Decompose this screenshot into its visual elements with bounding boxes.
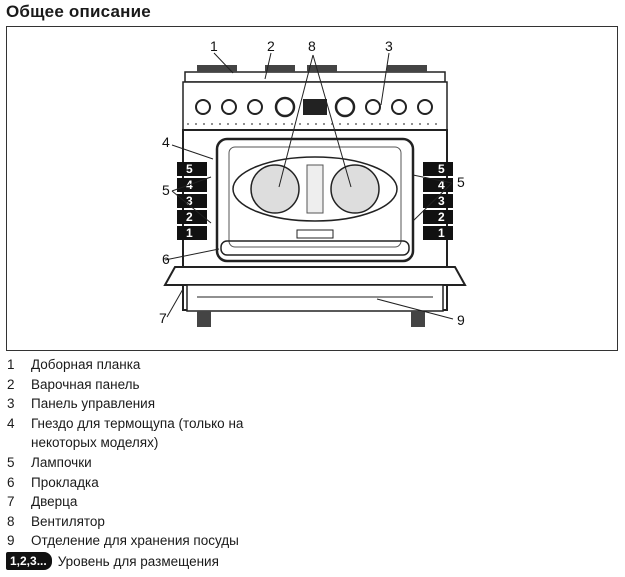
oven-diagram-frame: 5 4 3 2 1 5 4 3 2 1 [6, 26, 618, 351]
levels-text: Уровень для размещения [57, 553, 219, 569]
page-title: Общее описание [6, 2, 151, 21]
legend-number: 2 [7, 376, 15, 392]
callout-4: 4 [162, 134, 170, 150]
foot-left [197, 311, 211, 327]
legend-text: Гнездо для термощупа (только на некоторы… [31, 415, 244, 451]
legend-text: Доборная планка [31, 357, 141, 372]
legend-text: Лампочки [31, 454, 92, 470]
control-knobs [195, 96, 433, 118]
legend-text: Прокладка [31, 474, 99, 490]
legend-text: Дверца [31, 494, 78, 510]
level-label: 2 [438, 210, 445, 224]
levels-right: 5 4 3 2 1 [423, 162, 453, 240]
callout-5-left: 5 [162, 182, 170, 198]
level-label: 1 [438, 226, 445, 240]
hob-burner [265, 65, 295, 72]
storage-compartment [186, 284, 444, 312]
callout-8: 8 [308, 38, 316, 54]
fan-left [250, 164, 300, 214]
gasket [220, 240, 410, 256]
knob [274, 96, 296, 118]
level-label: 2 [186, 210, 193, 224]
levels-note: 1,2,3... Уровень для размещения [6, 552, 219, 570]
knob [365, 99, 381, 115]
fan-cover [232, 156, 398, 222]
knob [247, 99, 263, 115]
legend-text: Варочная панель [31, 376, 140, 392]
callout-7: 7 [159, 310, 167, 326]
legend-item: 8 Вентилятор [6, 512, 406, 532]
legend-number: 4 [7, 415, 15, 431]
legend-item: 1 Доборная планка [6, 355, 406, 375]
trim-strip [184, 71, 446, 83]
oven-diagram: 5 4 3 2 1 5 4 3 2 1 [159, 38, 467, 328]
knob [391, 99, 407, 115]
legend-item: 9 Отделение для хранения посуды [6, 531, 406, 551]
knob [417, 99, 433, 115]
level-label: 5 [438, 162, 445, 176]
leader-lines [164, 52, 454, 320]
knob [221, 99, 237, 115]
clock-display [303, 99, 327, 115]
callout-2: 2 [267, 38, 275, 54]
legend-number: 3 [7, 396, 15, 412]
legend-number: 5 [7, 454, 15, 470]
fan-right [330, 164, 380, 214]
level-label: 5 [186, 162, 193, 176]
legend-text: Отделение для хранения посуды [31, 533, 239, 549]
foot-right [411, 311, 425, 327]
legend-number: 7 [7, 494, 15, 510]
levels-badge: 1,2,3... [6, 552, 52, 570]
callout-3: 3 [385, 38, 393, 54]
callout-5-right: 5 [457, 174, 465, 190]
legend-item: 7 Дверца [6, 492, 406, 512]
legend-item: 2 Варочная панель [6, 375, 406, 395]
legend-item: 5 Лампочки [6, 453, 406, 473]
oven-door [163, 266, 467, 286]
knob [195, 99, 211, 115]
callout-1: 1 [210, 38, 218, 54]
legend-text: Панель управления [31, 396, 156, 412]
hob-burner [197, 65, 237, 72]
hob-burner [387, 65, 427, 72]
knob [334, 96, 356, 118]
levels-left: 5 4 3 2 1 [177, 162, 207, 240]
level-label: 1 [186, 226, 193, 240]
legend-number: 8 [7, 513, 15, 529]
legend-item: 6 Прокладка [6, 473, 406, 493]
level-label: 3 [186, 194, 193, 208]
legend-number: 6 [7, 474, 15, 490]
hob-burner [307, 65, 337, 72]
legend-number: 1 [7, 357, 15, 372]
legend-item: 3 Панель управления [6, 394, 406, 414]
legend-text: Вентилятор [31, 513, 105, 529]
callout-6: 6 [162, 251, 170, 267]
level-label: 4 [438, 178, 445, 192]
level-label: 3 [438, 194, 445, 208]
legend-list: 1 Доборная планка 2 Варочная панель 3 Па… [6, 355, 406, 551]
legend-number: 9 [7, 533, 15, 549]
callout-9: 9 [457, 312, 465, 328]
legend-item: 4 Гнездо для термощупа (только на некото… [6, 414, 406, 453]
